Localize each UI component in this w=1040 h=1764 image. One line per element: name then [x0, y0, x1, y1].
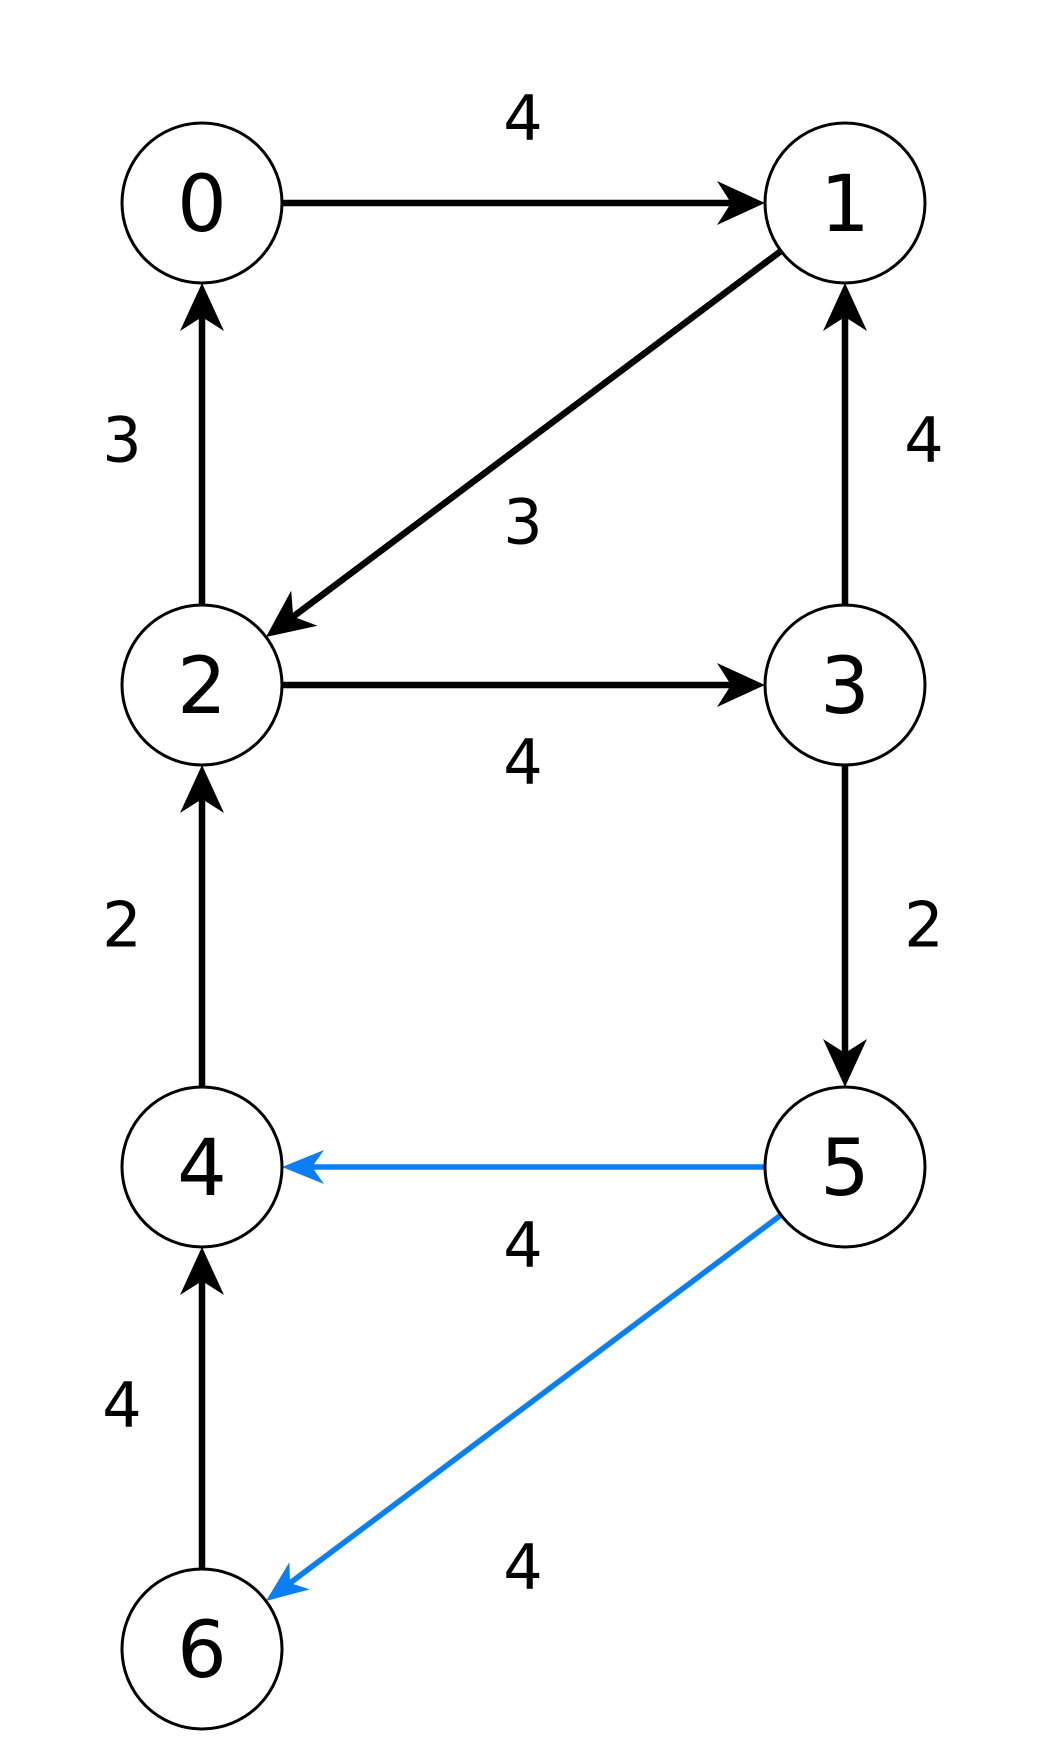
node-0: 0 [120, 121, 284, 285]
edge-4-to-2 [180, 765, 224, 1087]
edge-3-to-1 [823, 283, 867, 605]
node-circle [120, 603, 284, 767]
arrowhead-icon [282, 1150, 324, 1184]
node-circle [763, 603, 927, 767]
edge-1-to-2 [266, 248, 783, 637]
node-label: 5 [820, 1124, 870, 1214]
node-circle [763, 121, 927, 285]
edge-weight-label: 4 [102, 1369, 141, 1442]
edge-weight-label: 2 [102, 889, 141, 962]
node-circle [120, 1567, 284, 1731]
arrowhead-icon [180, 283, 224, 331]
node-3: 3 [763, 603, 927, 767]
edge-5-to-6 [266, 1212, 783, 1601]
arrowhead-icon [823, 283, 867, 331]
edge-weight-label: 4 [503, 82, 542, 155]
node-2: 2 [120, 603, 284, 767]
node-label: 4 [177, 1124, 227, 1214]
node-circle [120, 121, 284, 285]
node-5: 5 [763, 1085, 927, 1249]
arrowhead-icon [266, 590, 318, 637]
node-1: 1 [763, 121, 927, 285]
edge-6-to-4 [180, 1247, 224, 1569]
node-6: 6 [120, 1567, 284, 1731]
edge-weight-label: 2 [904, 889, 943, 962]
node-label: 3 [820, 642, 870, 732]
edge-weight-label: 4 [904, 404, 943, 477]
edge-weight-label: 4 [503, 1531, 542, 1604]
edge-3-to-5 [823, 765, 867, 1087]
arrowhead-icon [180, 1247, 224, 1295]
node-4: 4 [120, 1085, 284, 1249]
edge-0-to-1 [282, 181, 765, 225]
arrowhead-icon [717, 181, 765, 225]
node-label: 2 [177, 642, 227, 732]
arrowhead-icon [823, 1039, 867, 1087]
nodes-layer: 0 1 2 3 4 5 6 [120, 121, 927, 1731]
edge-weight-label: 4 [503, 1209, 542, 1282]
arrowhead-icon [180, 765, 224, 813]
arrowhead-icon [717, 663, 765, 707]
arrowhead-icon [266, 1562, 310, 1601]
edge-line [288, 1212, 783, 1586]
weights-layer: 4 3 3 4 4 2 2 4 4 4 [102, 82, 943, 1604]
edges-layer [180, 181, 867, 1601]
edge-2-to-3 [282, 663, 765, 707]
edge-line [291, 248, 783, 620]
edge-5-to-4 [282, 1150, 765, 1184]
node-circle [763, 1085, 927, 1249]
node-circle [120, 1085, 284, 1249]
edge-weight-label: 3 [503, 486, 542, 559]
node-label: 0 [177, 160, 227, 250]
edge-weight-label: 3 [102, 404, 141, 477]
edge-2-to-0 [180, 283, 224, 605]
node-label: 1 [820, 160, 870, 250]
edge-weight-label: 4 [503, 726, 542, 799]
node-label: 6 [177, 1606, 227, 1696]
